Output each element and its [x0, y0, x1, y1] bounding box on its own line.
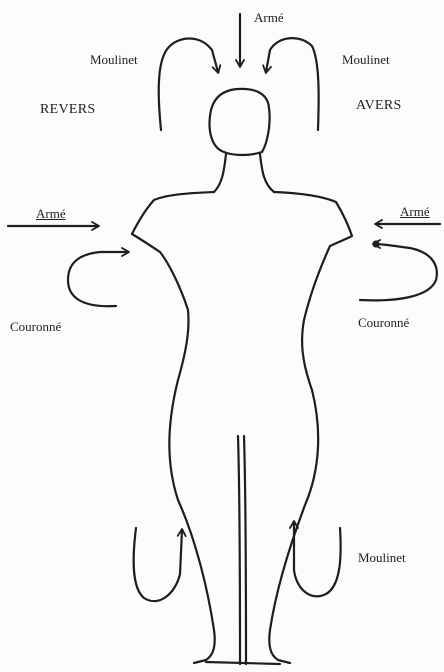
- moulinet-top-right-arrow: [266, 38, 319, 130]
- couronne-right-arrow: [360, 244, 437, 300]
- label-moulinet-top-right: Moulinet: [342, 52, 390, 68]
- torso-right-outline: [269, 192, 352, 663]
- inner-leg-line: [238, 436, 240, 664]
- moulinet-bottom-left-arrow: [134, 528, 182, 601]
- head-outline: [210, 89, 270, 155]
- label-arme-top: Armé: [254, 10, 284, 26]
- label-revers: REVERS: [40, 102, 95, 118]
- label-moulinet-top-left: Moulinet: [90, 52, 138, 68]
- neck-right: [260, 154, 274, 192]
- feet-line: [206, 662, 280, 664]
- label-arme-left: Armé: [36, 206, 66, 222]
- couronne-right-dot: [374, 242, 379, 247]
- couronne-left-arrow: [68, 252, 128, 306]
- neck-left: [214, 154, 226, 192]
- inner-leg-line-2: [244, 436, 246, 664]
- label-couronne-left: Couronné: [10, 319, 61, 335]
- torso-left-outline: [132, 192, 215, 663]
- label-moulinet-bottom-right: Moulinet: [358, 550, 406, 566]
- label-avers: AVERS: [356, 98, 402, 114]
- label-arme-right: Armé: [400, 204, 430, 220]
- label-couronne-right: Couronné: [358, 315, 409, 331]
- moulinet-bottom-right-arrow: [294, 522, 341, 596]
